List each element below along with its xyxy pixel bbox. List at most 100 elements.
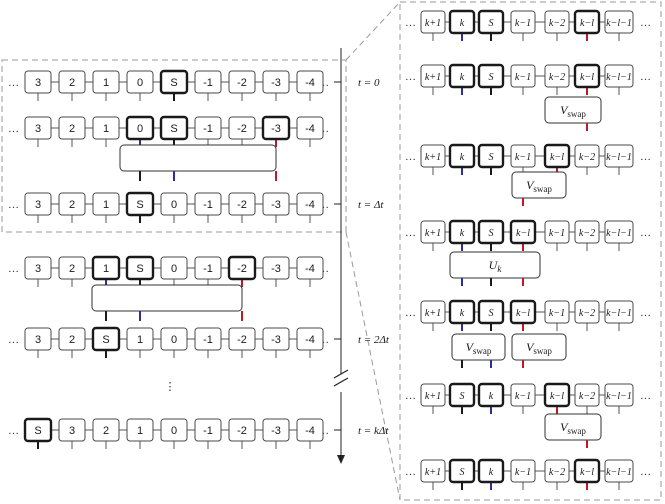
site-label: -3 xyxy=(271,334,281,346)
site-box-s xyxy=(159,115,189,141)
site-label: -3 xyxy=(271,425,281,437)
uk-gate: Uk xyxy=(449,251,541,286)
site-box xyxy=(604,64,634,88)
gate-label: Vswap xyxy=(466,340,492,356)
site-label: k−l−1 xyxy=(606,308,632,319)
vswap-gate: Vswap xyxy=(511,333,567,368)
site-label: S xyxy=(460,467,465,478)
vertical-ellipsis: ⋮ xyxy=(165,381,176,393)
site-label: k−l−1 xyxy=(606,467,632,478)
ellipsis-right: … xyxy=(640,151,651,163)
site-label: 1 xyxy=(103,123,109,135)
site-label: k−2 xyxy=(579,308,595,319)
site-label: S xyxy=(170,77,177,89)
time-label: t = Δt xyxy=(358,199,384,211)
site-box xyxy=(262,70,290,94)
site-box-s xyxy=(125,255,155,281)
site-box-s xyxy=(448,458,476,484)
site-box xyxy=(604,383,634,407)
site-box xyxy=(509,219,537,245)
site-box xyxy=(194,327,222,351)
site-label: -1 xyxy=(203,199,213,211)
ellipsis-left: … xyxy=(8,199,19,211)
site-box xyxy=(420,10,446,34)
site-label: 3 xyxy=(35,199,41,211)
site-label: S xyxy=(460,391,465,402)
site-label: k xyxy=(460,18,465,29)
site-box xyxy=(24,70,52,94)
site-label: k+1 xyxy=(425,391,441,402)
site-box xyxy=(448,63,476,89)
site-box xyxy=(420,64,446,88)
site-box-s xyxy=(23,417,53,443)
site-label: -4 xyxy=(305,263,315,275)
site-box xyxy=(228,116,256,140)
site-box xyxy=(92,116,120,140)
site-box xyxy=(448,219,476,245)
site-box xyxy=(296,116,324,140)
zoom-frame-right xyxy=(399,1,662,501)
site-label: k−1 xyxy=(549,228,565,239)
ellipsis-left: … xyxy=(405,227,416,239)
site-box xyxy=(125,115,155,141)
site-box xyxy=(194,418,222,442)
site-label: -2 xyxy=(237,263,247,275)
zoom-connector-bottom xyxy=(345,231,401,501)
site-box xyxy=(262,192,290,216)
site-label: k xyxy=(460,72,465,83)
site-label: S xyxy=(489,152,494,163)
site-label: -3 xyxy=(271,199,281,211)
site-box xyxy=(194,70,222,94)
gate-box xyxy=(511,171,567,199)
site-label: k+1 xyxy=(425,228,441,239)
site-label: k+1 xyxy=(425,467,441,478)
site-box xyxy=(296,327,324,351)
left-unitary-gate xyxy=(119,144,277,181)
site-label: k−2 xyxy=(549,467,565,478)
site-label: -4 xyxy=(305,77,315,89)
site-box xyxy=(573,458,601,484)
time-axis-arrowhead xyxy=(337,455,345,464)
site-label: 0 xyxy=(171,263,177,275)
time-label: t = 2Δt xyxy=(358,334,390,346)
site-box xyxy=(194,116,222,140)
gate-box xyxy=(91,284,243,312)
site-box xyxy=(604,10,634,34)
site-box xyxy=(510,144,536,168)
site-box xyxy=(510,459,536,483)
left-panel: ……3210S-1-2-3-4……3210S-1-2-3-4……321S0-1-… xyxy=(8,69,329,449)
site-box xyxy=(420,383,446,407)
site-box xyxy=(448,9,476,35)
site-label: -2 xyxy=(237,77,247,89)
site-box xyxy=(262,418,290,442)
site-label: 3 xyxy=(69,425,75,437)
site-label: k−l xyxy=(580,467,594,478)
ellipsis-right: … xyxy=(640,390,651,402)
site-box xyxy=(574,144,600,168)
site-box xyxy=(24,116,52,140)
site-label: k+1 xyxy=(425,152,441,163)
site-box xyxy=(574,300,600,324)
site-box xyxy=(604,220,634,244)
site-label: k−1 xyxy=(515,152,531,163)
site-box xyxy=(477,382,505,408)
site-box xyxy=(58,70,86,94)
site-box xyxy=(261,115,291,141)
site-box xyxy=(448,299,476,325)
site-box xyxy=(448,143,476,169)
site-label: 1 xyxy=(103,199,109,211)
site-label: -1 xyxy=(203,77,213,89)
ellipsis-left: … xyxy=(8,77,19,89)
site-box xyxy=(194,256,222,280)
site-label: 3 xyxy=(35,334,41,346)
ellipsis-right: … xyxy=(640,466,651,478)
site-box xyxy=(510,64,536,88)
gate-box xyxy=(449,251,541,279)
site-label: k−1 xyxy=(515,391,531,402)
